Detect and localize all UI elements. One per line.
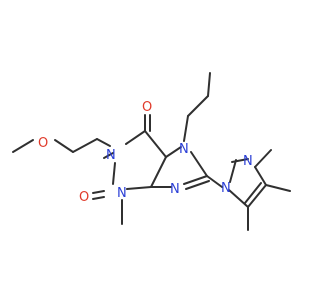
pyrimidine-ring bbox=[103, 130, 167, 190]
atom-label-n1: N bbox=[106, 148, 116, 163]
atom-label-n-pyrazole-1: N bbox=[221, 181, 231, 196]
molecule-diagram: O N O O N N N N N bbox=[12, 72, 291, 231]
atom-label-o-c6: O bbox=[142, 100, 152, 115]
atom-label-o-c2: O bbox=[79, 190, 89, 205]
atom-label-n-pyrazole-2: N bbox=[243, 154, 253, 169]
pyrazole-ring bbox=[206, 158, 267, 208]
methoxyethyl-chain bbox=[12, 138, 111, 153]
atom-label-n7: N bbox=[179, 142, 189, 157]
atom-label-o-methoxy: O bbox=[38, 136, 48, 151]
atom-label-n3: N bbox=[117, 186, 127, 201]
imidazole-ring bbox=[150, 146, 210, 190]
atom-label-n9: N bbox=[170, 182, 180, 197]
propyl-chain bbox=[183, 72, 211, 142]
carbonyl-bonds bbox=[92, 114, 151, 200]
pyrazole-methyls bbox=[247, 149, 291, 231]
